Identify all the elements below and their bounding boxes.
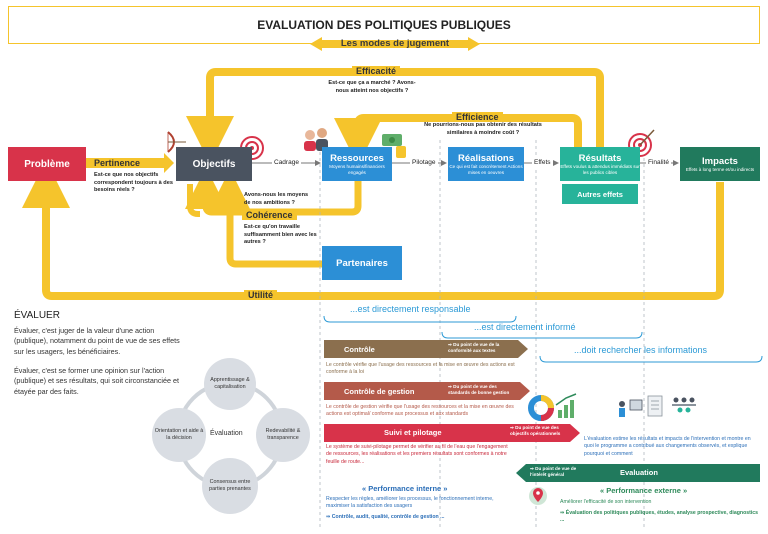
link-finalite: Finalité — [646, 158, 671, 168]
evaluation-pov: ⇒ Du point de vue de l'intérêt général — [530, 466, 577, 477]
gestion-pov: ⇒ Du point de vue des standards de bonne… — [448, 384, 510, 395]
coherence-question-1: Avons-nous les moyens de nos ambitions ? — [244, 192, 309, 206]
resp-directement-responsable: ...est directement responsable — [350, 304, 471, 314]
box-autres-effets-label: Autres effets — [577, 189, 623, 199]
criterion-utilite: Utilité — [244, 290, 278, 300]
controle-band — [324, 340, 528, 358]
partenaires-loop — [209, 169, 322, 268]
suivi-pov: ⇒ Du point de vue des objectifs opératio… — [510, 425, 561, 436]
evaluer-title: ÉVALUER — [14, 310, 60, 321]
criterion-coherence: Cohérence — [242, 210, 297, 220]
evaluer-p2: Évaluer, c'est se former une opinion sur… — [14, 366, 179, 396]
perf-interne-list: ⇒ Contrôle, audit, qualité, contrôle de … — [326, 514, 445, 520]
perf-interne-text: Respecter les règles, améliorer les proc… — [326, 496, 494, 510]
box-autres-effets: Autres effets — [562, 184, 638, 204]
controle-text: Le contrôle vérifie que l'usage des ress… — [326, 362, 515, 376]
cycle-orientation: Orientation et aide à la décision — [152, 408, 206, 462]
cycle-orientation-label: Orientation et aide à la décision — [154, 427, 204, 441]
evaluation-text: L'évaluation estime les résultats et imp… — [584, 436, 751, 457]
perf-interne-title: « Performance interne » — [362, 484, 448, 493]
gestion-band — [324, 382, 530, 400]
coherence-question-2: Est-ce qu'on travaille suffisamment bien… — [244, 224, 317, 246]
box-impacts-sub: Effets à long terme et/ou indirects — [685, 166, 755, 172]
efficience-question: Ne pourrions-nous pas obtenir des résult… — [424, 122, 542, 136]
link-pilotage: Pilotage — [410, 158, 438, 168]
suivi-text: Le système de suivi-pilotage permet de v… — [326, 444, 508, 465]
efficacite-question: Est-ce que ça a marché ? Avons-nous atte… — [328, 80, 416, 94]
coherence-return — [187, 184, 200, 217]
resp-directement-informe: ...est directement informé — [474, 322, 576, 332]
target-icon-resultats — [628, 129, 655, 157]
box-partenaires: Partenaires — [322, 246, 402, 280]
link-effets: Effets — [532, 158, 553, 168]
page-title: EVALUATION DES POLITIQUES PUBLIQUES — [8, 6, 760, 44]
evaluer-p1: Évaluer, c'est juger de la valeur d'une … — [14, 326, 180, 356]
pertinence-arrow — [86, 153, 174, 173]
banner-arrow — [310, 37, 480, 51]
box-ressources: Ressources Moyens humains/financiers eng… — [322, 147, 392, 181]
donut-chart-icon — [528, 395, 554, 421]
money-icon — [382, 134, 406, 158]
criterion-efficience: Efficience — [452, 112, 503, 122]
cycle-redevabilite: Redevabilité & transparence — [256, 408, 310, 462]
map-pin-icon — [529, 487, 547, 505]
presentation-icon — [619, 399, 643, 417]
perf-externe-list: ⇒ Évaluation des politiques publiques, é… — [560, 510, 759, 524]
gestion-label: Contrôle de gestion — [344, 387, 415, 396]
cycle-consensus-label: Consensus entre parties prenantes — [209, 478, 251, 492]
box-impacts-label: Impacts — [702, 155, 738, 167]
box-ressources-label: Ressources — [330, 152, 384, 164]
box-partenaires-label: Partenaires — [336, 257, 388, 269]
bar-chart-icon — [555, 393, 577, 418]
box-probleme: Problème — [8, 147, 86, 181]
pertinence-question: Est-ce que nos objectifs correspondent t… — [94, 172, 173, 194]
box-resultats-sub: Effets voulus & attendus immédiats sur l… — [560, 163, 640, 175]
box-objectifs-label: Objectifs — [192, 158, 236, 170]
box-ressources-sub: Moyens humains/financiers engagés — [329, 163, 385, 175]
evaluation-band — [516, 464, 760, 482]
criterion-pertinence: Pertinence — [94, 158, 141, 168]
box-impacts: Impacts Effets à long terme et/ou indire… — [680, 147, 760, 181]
cycle-redevabilite-label: Redevabilité & transparence — [265, 427, 301, 441]
efficacite-loop — [186, 68, 604, 164]
resp-rechercher-informations: ...doit rechercher les informations — [574, 345, 708, 355]
cycle-center: Évaluation — [210, 430, 243, 437]
controle-label: Contrôle — [344, 345, 375, 354]
suivi-label: Suivi et pilotage — [384, 428, 442, 437]
gestion-text: Le contrôle de gestion vérifie que l'usa… — [326, 404, 514, 418]
box-objectifs: Objectifs — [176, 147, 252, 181]
perf-externe-text: Améliorer l'efficacité de son interventi… — [560, 499, 652, 505]
bow-icon — [167, 131, 186, 153]
link-cadrage: Cadrage — [272, 158, 301, 168]
box-resultats: Résultats Effets voulus & attendus imméd… — [560, 147, 640, 181]
team-icon — [672, 397, 696, 413]
utilite-loop — [22, 160, 724, 300]
box-probleme-label: Problème — [24, 158, 70, 170]
perf-externe-title: « Performance externe » — [600, 486, 688, 495]
modes-banner: Les modes de jugement — [340, 38, 450, 49]
box-resultats-label: Résultats — [578, 152, 622, 164]
cycle-apprentissage-label: Apprentissage & capitalisation — [210, 376, 250, 390]
criterion-efficacite: Efficacité — [352, 66, 401, 76]
suivi-band — [324, 424, 580, 442]
evaluation-label: Evaluation — [620, 468, 658, 477]
box-realisations-label: Réalisations — [458, 152, 514, 164]
cycle-consensus: Consensus entre parties prenantes — [202, 458, 258, 514]
box-realisations: Réalisations Ce qui est fait concrètemen… — [448, 147, 524, 181]
controle-pov: ⇒ Du point de vue de la conformité aux t… — [448, 342, 500, 353]
document-icon — [647, 395, 663, 417]
cycle-apprentissage: Apprentissage & capitalisation — [204, 358, 256, 410]
box-realisations-sub: Ce qui est fait concrètement Actions mis… — [449, 163, 523, 175]
